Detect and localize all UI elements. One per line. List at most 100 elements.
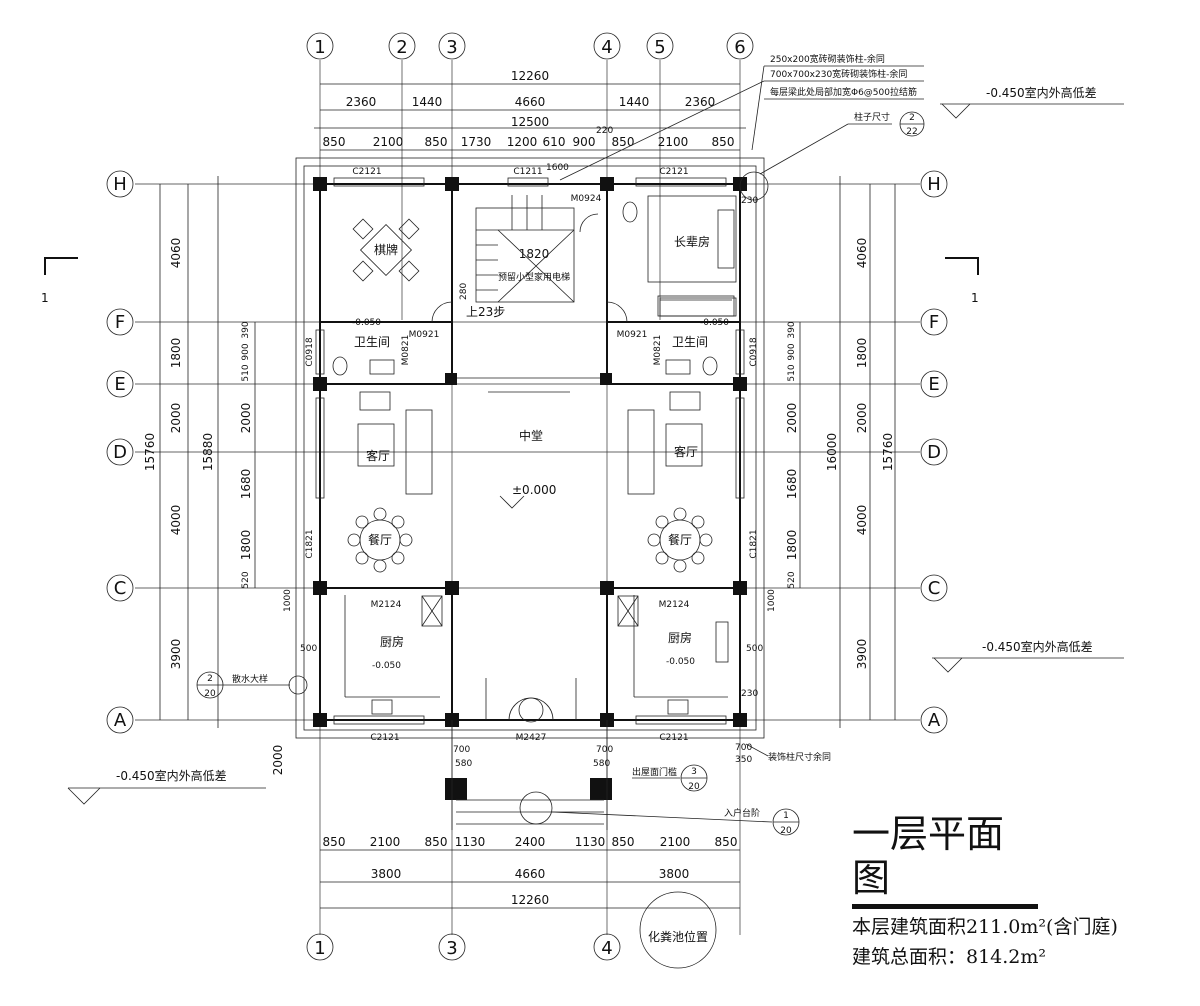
svg-text:4060: 4060 xyxy=(169,238,183,269)
svg-text:A: A xyxy=(928,710,941,731)
svg-text:-0.050: -0.050 xyxy=(352,318,381,328)
section-mark-left: 1 xyxy=(41,257,78,305)
svg-text:-0.050: -0.050 xyxy=(700,318,729,328)
svg-text:15760: 15760 xyxy=(881,433,895,471)
svg-text:3800: 3800 xyxy=(371,867,402,881)
kitchen-fixtures xyxy=(371,595,729,715)
svg-text:900: 900 xyxy=(241,343,251,360)
svg-text:1: 1 xyxy=(41,291,49,305)
svg-text:350: 350 xyxy=(735,755,752,765)
svg-text:4000: 4000 xyxy=(855,505,869,536)
svg-text:D: D xyxy=(113,442,127,463)
svg-text:C2121: C2121 xyxy=(370,733,399,743)
room-bath-right: 卫生间 xyxy=(672,335,708,349)
svg-text:3900: 3900 xyxy=(855,639,869,670)
stair: 1820 预留小型家用电梯 上23步 xyxy=(466,195,575,319)
svg-text:柱子尺寸: 柱子尺寸 xyxy=(854,111,890,123)
level-outdoor-left: -0.450室内外高低差 xyxy=(116,768,227,783)
svg-text:2000: 2000 xyxy=(239,403,253,434)
svg-text:2360: 2360 xyxy=(346,95,377,109)
svg-text:390: 390 xyxy=(787,321,797,338)
grid-bubbles-top: 1 2 3 4 5 6 xyxy=(306,32,754,60)
left-dimension-chains: 4060 1800 2000 4000 3900 15760 15880 200… xyxy=(143,176,256,728)
svg-text:510: 510 xyxy=(241,364,251,381)
level-outdoor-right: -0.450室内外高低差 xyxy=(982,639,1093,654)
entrance-steps xyxy=(451,720,608,830)
svg-text:M0821: M0821 xyxy=(401,335,411,366)
svg-text:220: 220 xyxy=(596,126,613,136)
section-mark-right: 1 xyxy=(945,257,979,305)
svg-text:4660: 4660 xyxy=(515,95,546,109)
svg-text:1000: 1000 xyxy=(283,589,293,612)
svg-text:520: 520 xyxy=(241,571,251,588)
level-marks: ±0.000 -0.050 -0.050 -0.050 -0.050 -0.45… xyxy=(67,85,1124,805)
level-hall: ±0.000 xyxy=(512,483,556,497)
svg-text:1800: 1800 xyxy=(785,530,799,561)
svg-text:C1821: C1821 xyxy=(305,529,315,558)
svg-text:500: 500 xyxy=(300,644,317,654)
svg-text:C0918: C0918 xyxy=(749,337,759,366)
svg-text:E: E xyxy=(928,374,939,395)
svg-text:700: 700 xyxy=(596,745,613,755)
svg-text:2: 2 xyxy=(207,674,213,684)
svg-text:装饰柱尺寸余同: 装饰柱尺寸余同 xyxy=(768,751,831,763)
svg-text:1680: 1680 xyxy=(239,469,253,500)
level-outdoor-top: -0.450室内外高低差 xyxy=(986,85,1097,100)
svg-text:H: H xyxy=(113,174,127,195)
wardrobe xyxy=(659,297,737,317)
svg-text:12260: 12260 xyxy=(511,893,549,907)
svg-text:4000: 4000 xyxy=(169,505,183,536)
svg-text:1800: 1800 xyxy=(239,530,253,561)
svg-text:2000: 2000 xyxy=(855,403,869,434)
svg-text:1000: 1000 xyxy=(767,589,777,612)
svg-text:2: 2 xyxy=(909,113,915,123)
dining-table-right xyxy=(647,507,713,573)
svg-text:2100: 2100 xyxy=(660,835,691,849)
septic-label: 化粪池位置 xyxy=(648,929,708,944)
right-dimension-chains: 4060 1800 2000 4000 3900 15760 16000 200… xyxy=(785,176,896,728)
svg-text:M0921: M0921 xyxy=(617,330,648,340)
bathroom-fixtures xyxy=(332,201,718,376)
svg-text:15880: 15880 xyxy=(201,433,215,471)
small-dims: 700 700 580 580 700 350 230 230 500 500 … xyxy=(283,163,777,769)
svg-text:500: 500 xyxy=(746,644,763,654)
svg-text:1130: 1130 xyxy=(455,835,486,849)
svg-text:4060: 4060 xyxy=(855,238,869,269)
svg-text:520: 520 xyxy=(787,571,797,588)
svg-text:510: 510 xyxy=(787,364,797,381)
svg-text:F: F xyxy=(115,312,125,333)
svg-text:700x700x230宽砖砌装饰柱-余同: 700x700x230宽砖砌装饰柱-余同 xyxy=(770,68,907,80)
svg-text:230: 230 xyxy=(741,196,758,206)
svg-text:3: 3 xyxy=(446,938,457,959)
svg-text:2400: 2400 xyxy=(515,835,546,849)
svg-text:C1211: C1211 xyxy=(513,167,542,177)
grid-label-6: 6 xyxy=(734,37,745,58)
room-dining-right: 餐厅 xyxy=(668,532,692,547)
stair-width: 1820 xyxy=(519,247,550,261)
room-hall: 中堂 xyxy=(519,428,543,443)
svg-text:900: 900 xyxy=(787,343,797,360)
bottom-dimension-chains: 850 2100 850 1130 2400 1130 850 2100 850… xyxy=(271,745,740,909)
top-dimension-chains: 12260 2360 1440 4660 1440 2360 12500 850… xyxy=(314,69,746,151)
svg-text:1800: 1800 xyxy=(855,338,869,369)
grid-label-2: 2 xyxy=(396,37,407,58)
svg-text:850: 850 xyxy=(323,835,346,849)
svg-text:230: 230 xyxy=(741,689,758,699)
svg-text:M2427: M2427 xyxy=(516,733,547,743)
living-furniture-right xyxy=(627,391,703,495)
room-chess: 棋牌 xyxy=(374,243,398,257)
svg-text:610: 610 xyxy=(543,135,566,149)
dim-top-total: 12260 xyxy=(511,69,549,83)
room-labels: 棋牌 长辈房 卫生间 卫生间 客厅 客厅 中堂 餐厅 餐厅 厨房 厨房 xyxy=(354,234,710,649)
svg-text:C: C xyxy=(114,578,127,599)
svg-text:A: A xyxy=(114,710,127,731)
svg-text:15760: 15760 xyxy=(143,433,157,471)
svg-text:1: 1 xyxy=(971,291,979,305)
svg-text:2000: 2000 xyxy=(169,403,183,434)
chess-table xyxy=(352,218,420,282)
grid-label-4: 4 xyxy=(601,37,612,58)
svg-text:2360: 2360 xyxy=(685,95,716,109)
room-dining-left: 餐厅 xyxy=(368,532,392,547)
grid-label-1: 1 xyxy=(314,37,325,58)
room-kitchen-left: 厨房 xyxy=(380,634,404,649)
